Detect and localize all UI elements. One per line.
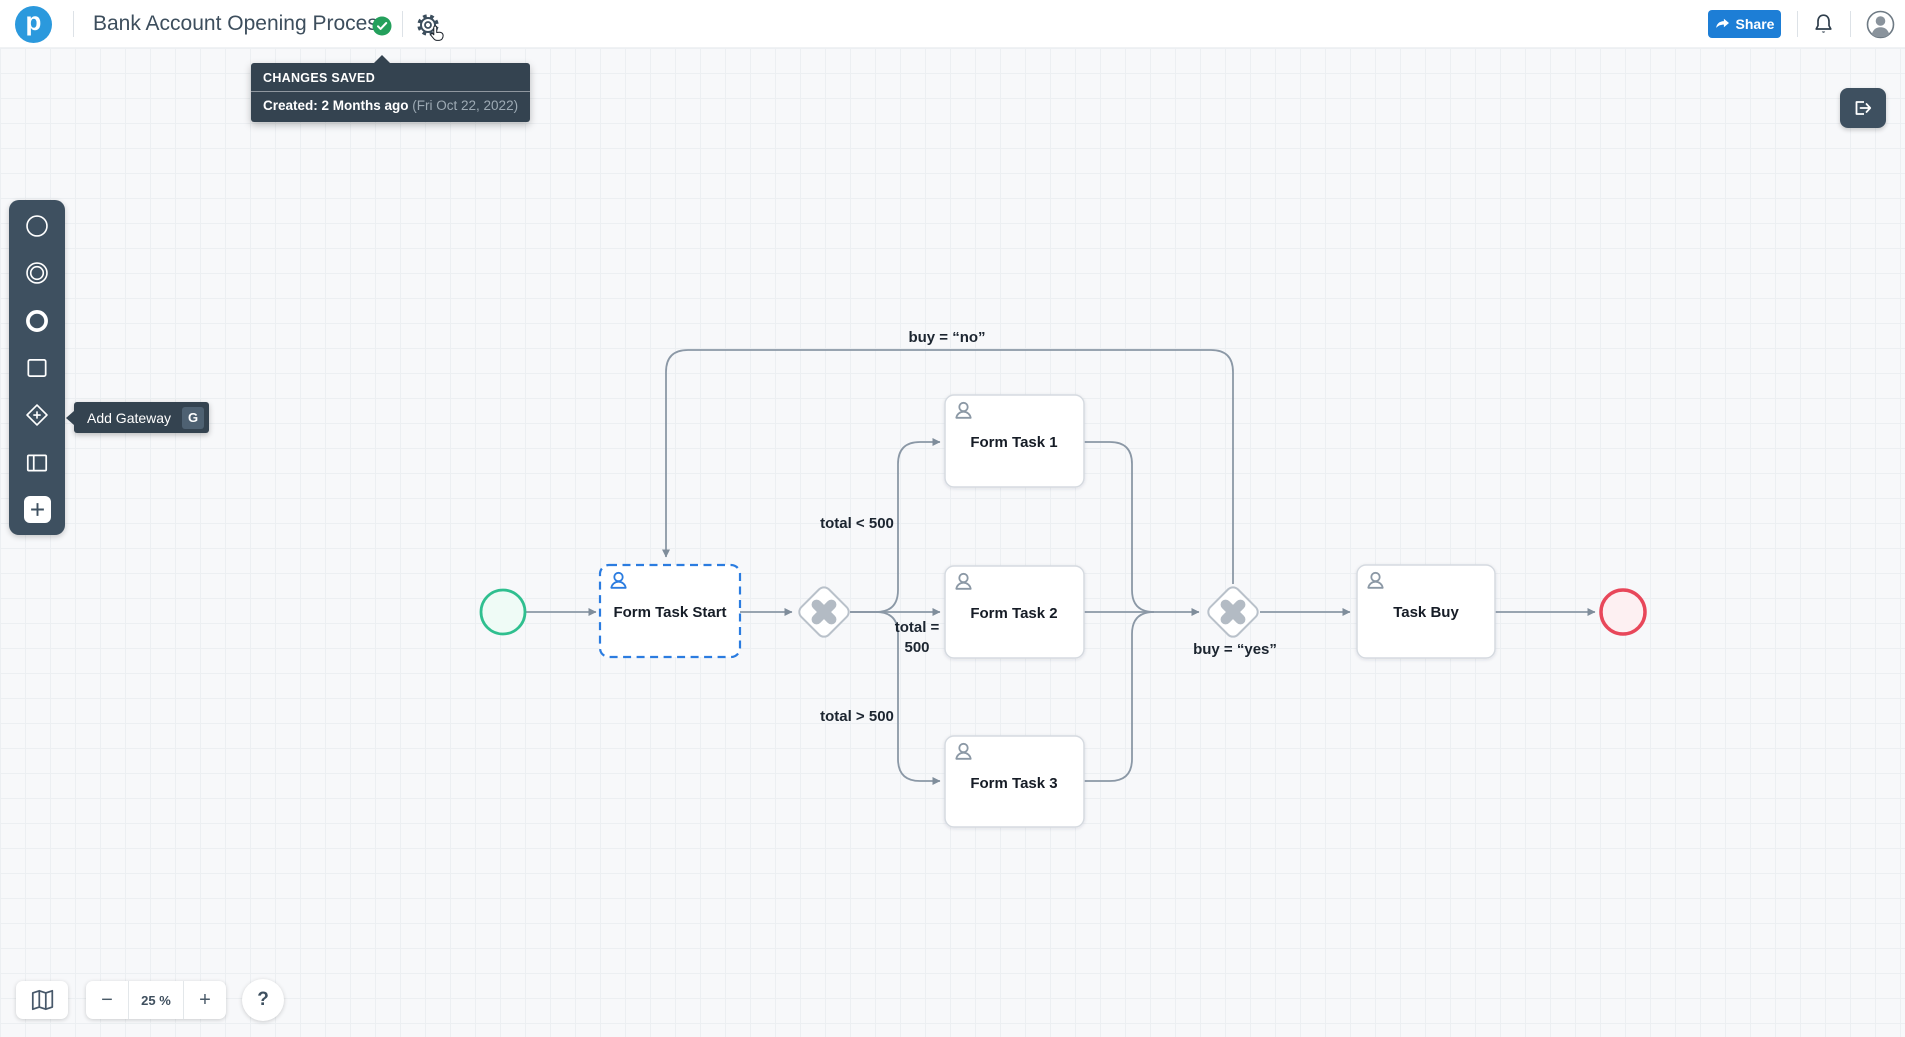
task-form-task-start[interactable]: Form Task Start [600,565,740,657]
add-gateway-button[interactable] [23,401,51,429]
process-title[interactable]: Bank Account Opening Process [93,0,388,48]
app-logo[interactable]: p [15,6,52,43]
task-form-task-1[interactable]: Form Task 1 [945,395,1084,487]
shapes-toolbar [9,200,65,535]
flow-formtask3-to-gateway2[interactable] [1084,612,1154,781]
task-buy[interactable]: Task Buy [1357,565,1495,658]
zoom-level: 25 % [129,981,183,1019]
flow-label-total-eq-line1[interactable]: total = [895,619,940,636]
tooltip-arrow-up [374,55,390,63]
help-button[interactable]: ? [242,979,284,1021]
flow-label-total-eq-line2[interactable]: 500 [904,639,929,656]
add-task-button[interactable] [23,354,51,382]
zoom-controls: − 25 % + [86,981,226,1019]
plus-icon [29,501,46,518]
exclusive-gateway-2[interactable] [1205,584,1260,639]
add-gateway-tooltip-label: Add Gateway [87,410,171,426]
minimap-toggle-button[interactable] [16,981,68,1019]
start-event[interactable] [481,590,525,634]
share-button[interactable]: Share [1708,10,1781,38]
end-event-icon [24,308,50,334]
flow-label-total-lt-500[interactable]: total < 500 [820,515,894,532]
flow-label-total-gt-500[interactable]: total > 500 [820,708,894,725]
add-intermediate-event-button[interactable] [23,259,51,287]
shortcut-key-badge: G [182,407,204,429]
flow-label-buy-yes[interactable]: buy = “yes” [1193,641,1277,658]
add-gateway-tooltip: Add Gateway G [74,402,209,433]
top-bar: p Bank Account Opening Process Share [0,0,1905,48]
map-icon [29,988,55,1012]
task-form-task-3[interactable]: Form Task 3 [945,736,1084,827]
start-event-icon [24,213,50,239]
task-form-task-2[interactable]: Form Task 2 [945,566,1084,658]
intermediate-event-icon [24,260,50,286]
task-icon [24,355,50,381]
task-form-task-3-label: Form Task 3 [970,775,1057,792]
divider [1850,11,1851,37]
task-form-task-1-label: Form Task 1 [970,434,1057,451]
tooltip-arrow-left [66,411,74,425]
zoom-out-button[interactable]: − [86,981,128,1019]
flow-label-buy-no[interactable]: buy = “no” [908,329,985,346]
changes-saved-title: CHANGES SAVED [251,63,530,92]
mouse-cursor-hand [427,24,449,46]
created-date: (Fri Oct 22, 2022) [412,98,518,113]
add-end-event-button[interactable] [23,307,51,335]
task-form-task-start-label: Form Task Start [613,604,726,621]
export-panel-button[interactable] [1840,88,1886,128]
divider [73,11,74,37]
zoom-in-button[interactable]: + [184,981,226,1019]
pool-lane-icon [24,450,50,476]
gateway-icon [24,402,50,428]
task-form-task-2-label: Form Task 2 [970,605,1057,622]
notifications-bell-icon[interactable] [1811,12,1836,37]
exclusive-gateway-1[interactable] [796,584,851,639]
share-button-label: Share [1736,16,1775,32]
export-icon [1851,97,1875,119]
saved-check-icon [372,16,392,36]
flow-gateway1-to-formtask3[interactable] [850,612,940,781]
divider [402,11,403,37]
add-more-elements-button[interactable] [24,496,51,523]
add-pool-button[interactable] [23,449,51,477]
add-start-event-button[interactable] [23,212,51,240]
flow-formtask1-to-gateway2[interactable] [1084,442,1154,612]
end-event[interactable] [1601,590,1645,634]
user-avatar[interactable] [1866,10,1895,39]
task-buy-label: Task Buy [1393,604,1459,621]
divider [1797,11,1798,37]
created-label: Created: 2 Months ago [263,98,409,113]
changes-saved-tooltip: CHANGES SAVED Created: 2 Months ago (Fri… [251,63,530,122]
share-arrow-icon [1715,18,1730,31]
